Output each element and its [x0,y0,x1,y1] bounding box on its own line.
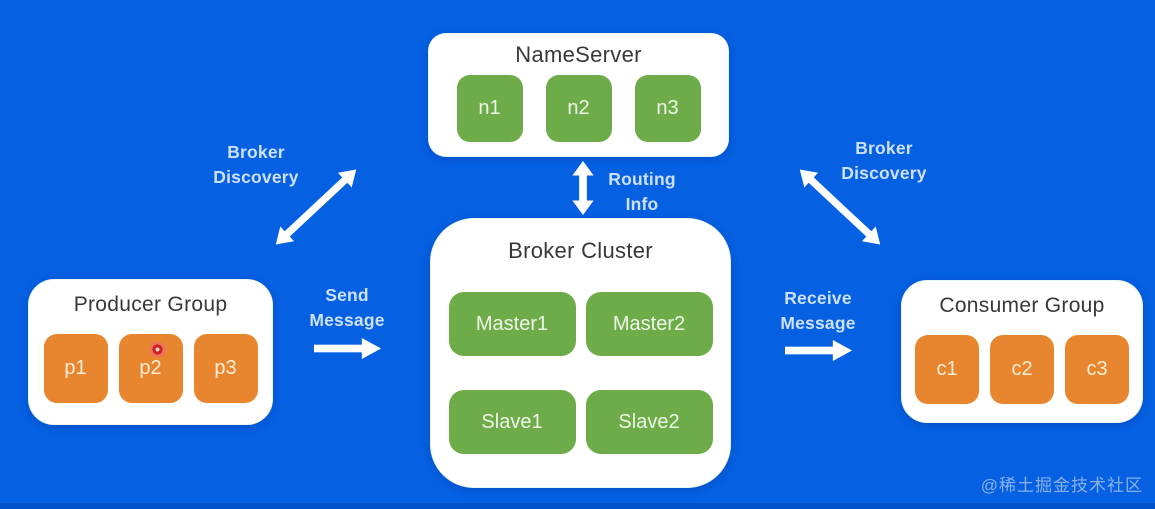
broker-discovery-right-double-arrow-icon [792,161,889,254]
cursor-click-dot [149,341,166,358]
broker-node-slave1: Slave1 [448,390,576,454]
producer-node-p2: p2 [118,334,183,403]
nameserver-title: NameServer [515,42,642,67]
producer-node-p3: p3 [193,334,258,403]
nameserver-node-n2: n2 [545,75,612,142]
broker-node-master1: Master1 [448,292,576,356]
nameserver-node-n3: n3 [634,75,701,142]
consumer-node-row: c1 c2 c3 [915,335,1129,404]
routing-info-label: Routing Info [608,169,676,215]
nameserver-panel: NameServer n1 n2 n3 [428,33,729,157]
receive-message-label: Receive Message [780,288,856,334]
broker-cluster-title: Broker Cluster [508,238,653,263]
consumer-node-c3: c3 [1065,335,1129,404]
producer-group-title: Producer Group [73,293,228,316]
broker-cluster-panel: Broker Cluster Master1 Master2 Slave1 Sl… [430,218,731,488]
broker-cluster-node-grid: Master1 Master2 Slave1 Slave2 [448,292,713,454]
consumer-group-title: Consumer Group [939,294,1105,317]
routing-info-double-arrow-icon [570,161,596,215]
producer-node-p1: p1 [43,334,108,403]
broker-node-master2: Master2 [585,292,713,356]
nameserver-node-row: n1 n2 n3 [456,75,701,142]
producer-node-row: p1 p2 p3 [43,334,258,403]
consumer-group-panel: Consumer Group c1 c2 c3 [901,280,1143,423]
producer-group-panel: Producer Group p1 p2 p3 [28,279,273,425]
broker-discovery-left-label: Broker Discovery [213,142,299,188]
send-message-arrow-icon [314,337,381,360]
receive-message-arrow-icon [785,339,852,362]
send-message-label: Send Message [309,285,385,331]
consumer-node-c2: c2 [990,335,1054,404]
broker-discovery-left-double-arrow-icon [268,161,365,254]
consumer-node-c1: c1 [915,335,979,404]
broker-node-slave2: Slave2 [585,390,713,454]
watermark: @稀土掘金技术社区 [980,476,1143,495]
nameserver-node-n1: n1 [456,75,523,142]
broker-discovery-right-label: Broker Discovery [841,138,927,184]
